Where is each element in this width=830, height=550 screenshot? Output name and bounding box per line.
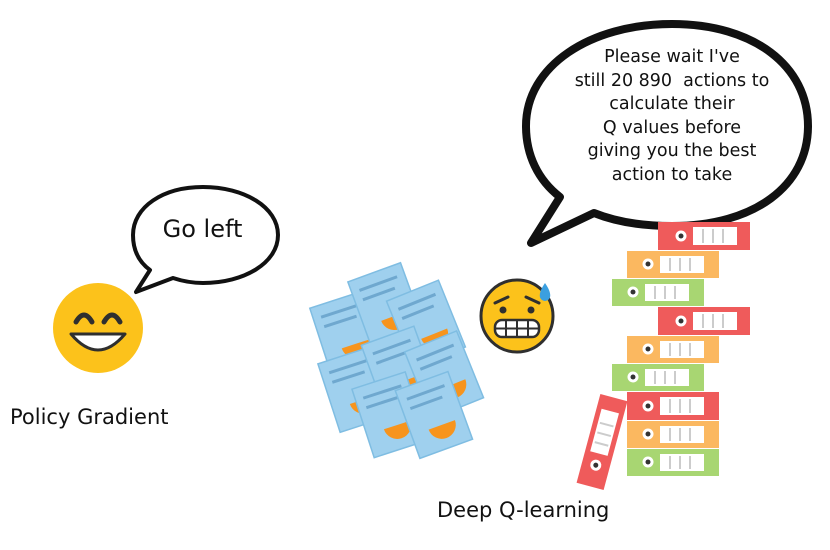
binder-leaning xyxy=(576,393,628,491)
speech-line: action to take xyxy=(611,164,733,185)
deep-q-learning-label: Deep Q-learning xyxy=(437,498,610,522)
speech-line: Q values before xyxy=(602,117,742,138)
speech-line: Please wait I've xyxy=(604,47,740,67)
binder-stack-icon xyxy=(576,222,750,491)
policy-gradient-label: Policy Gradient xyxy=(10,405,169,429)
binder xyxy=(627,392,719,420)
deep-q-speech-bubble xyxy=(522,20,812,247)
binder xyxy=(627,449,719,476)
anxious-face-with-sweat-icon xyxy=(479,278,555,354)
paper-documents-pile-icon xyxy=(308,261,485,460)
grinning-face-icon xyxy=(53,283,143,373)
binder xyxy=(658,222,750,250)
speech-line: still 20 890 actions to xyxy=(574,70,770,91)
paper-sheet xyxy=(394,370,474,460)
binder xyxy=(627,336,719,363)
policy-gradient-speech-bubble xyxy=(131,185,280,294)
binder xyxy=(627,421,719,448)
speech-line: calculate their xyxy=(609,94,735,114)
speech-line: giving you the best xyxy=(587,141,757,161)
deep-q-speech-text: Please wait I've still 20 890 actions to… xyxy=(548,46,796,187)
policy-gradient-speech-text: Go left xyxy=(162,215,243,243)
binder xyxy=(658,307,750,335)
binder xyxy=(612,279,704,306)
binder xyxy=(627,251,719,278)
binder xyxy=(612,364,704,391)
